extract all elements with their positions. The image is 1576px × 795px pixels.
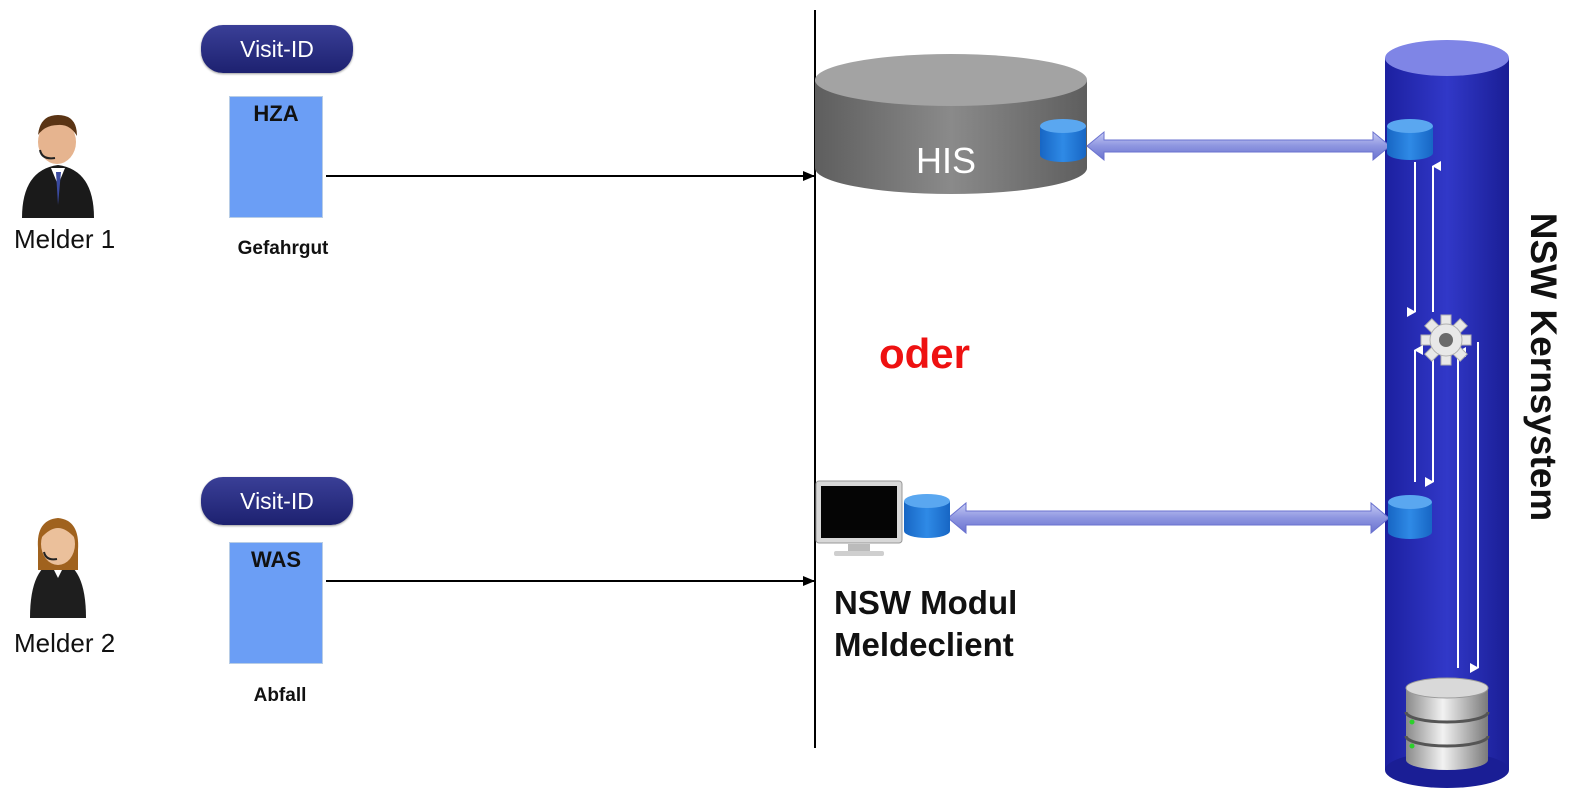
document-caption: Gefahrgut bbox=[237, 238, 329, 259]
internal-arrows bbox=[1407, 161, 1479, 673]
document-caption: Abfall bbox=[253, 685, 307, 706]
modul-label-line1: NSW Modul bbox=[834, 584, 1018, 621]
person-icon-male bbox=[22, 115, 94, 218]
modul-label-line2: Meldeclient bbox=[834, 626, 1014, 663]
document-card-was: WAS bbox=[229, 542, 323, 664]
server-stack-icon bbox=[1404, 677, 1490, 770]
connector-his-core bbox=[1086, 130, 1391, 162]
oder-label: oder bbox=[879, 330, 971, 377]
gear-icon bbox=[1420, 314, 1472, 366]
monitor-icon bbox=[815, 480, 903, 556]
document-code: HZA bbox=[253, 101, 299, 126]
melder-label: Melder 1 bbox=[14, 224, 116, 254]
connector-modul-core bbox=[947, 501, 1390, 535]
visit-id-label: Visit-ID bbox=[240, 35, 314, 62]
his-database-icon bbox=[815, 54, 1087, 194]
visit-id-label: Visit-ID bbox=[240, 487, 314, 514]
modul-label: NSW Modul Meldeclient bbox=[834, 582, 1017, 666]
db-icon-core-top bbox=[1387, 119, 1433, 160]
kernsystem-label: NSW Kernsystem bbox=[1523, 212, 1564, 522]
db-icon-his bbox=[1040, 119, 1086, 162]
person-icon-female bbox=[30, 518, 86, 618]
melder-label: Melder 2 bbox=[14, 628, 116, 658]
document-card-hza: HZA bbox=[229, 96, 323, 218]
his-label: HIS bbox=[916, 140, 977, 181]
visit-id-pill-2: Visit-ID bbox=[201, 477, 353, 525]
visit-id-pill-1: Visit-ID bbox=[201, 25, 353, 73]
db-icon-core-bottom bbox=[1388, 495, 1432, 539]
document-code: WAS bbox=[250, 547, 302, 572]
db-icon-modul bbox=[904, 494, 950, 538]
